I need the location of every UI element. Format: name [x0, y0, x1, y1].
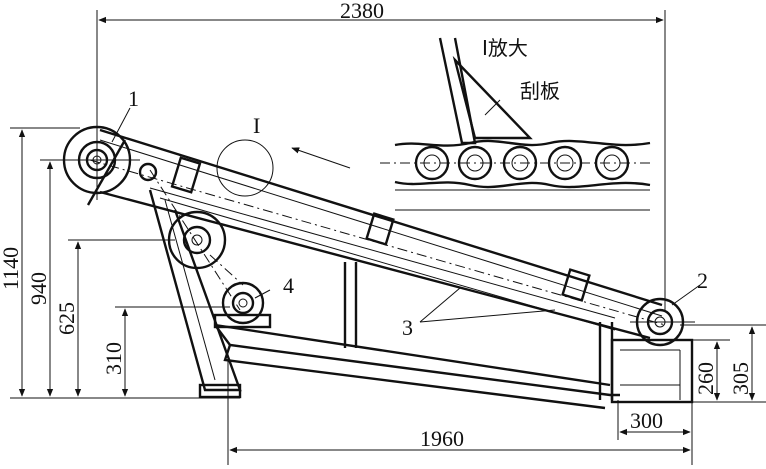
label-part-4: 4	[283, 273, 294, 298]
dim-625: 625	[54, 302, 79, 335]
scrapers	[170, 156, 591, 302]
detail-marker: I	[253, 113, 260, 138]
head-drum	[55, 120, 140, 206]
label-part-3: 3	[402, 315, 413, 340]
dim-1960: 1960	[420, 426, 464, 451]
dim-300: 300	[630, 408, 663, 433]
dim-305: 305	[728, 362, 753, 395]
idler-small	[138, 162, 158, 182]
conveyor-frame	[89, 128, 694, 410]
detail-enlarged	[380, 37, 651, 211]
dim-940: 940	[26, 272, 51, 305]
motor-pulley	[209, 254, 272, 329]
label-part-1: 1	[128, 86, 139, 111]
tail-drum	[630, 297, 695, 347]
dim-2380: 2380	[340, 0, 384, 23]
scraper-label: 刮板	[520, 79, 560, 103]
direction-arrow	[291, 147, 351, 169]
label-part-2: 2	[697, 268, 708, 293]
middle-pulley	[149, 169, 241, 311]
dim-310: 310	[101, 342, 126, 375]
leader-lines	[111, 99, 701, 323]
dim-1140: 1140	[0, 247, 23, 290]
detail-title: I放大	[482, 36, 528, 60]
dimension-lines	[10, 10, 766, 465]
dim-260: 260	[693, 362, 718, 395]
detail-circle	[216, 139, 274, 197]
